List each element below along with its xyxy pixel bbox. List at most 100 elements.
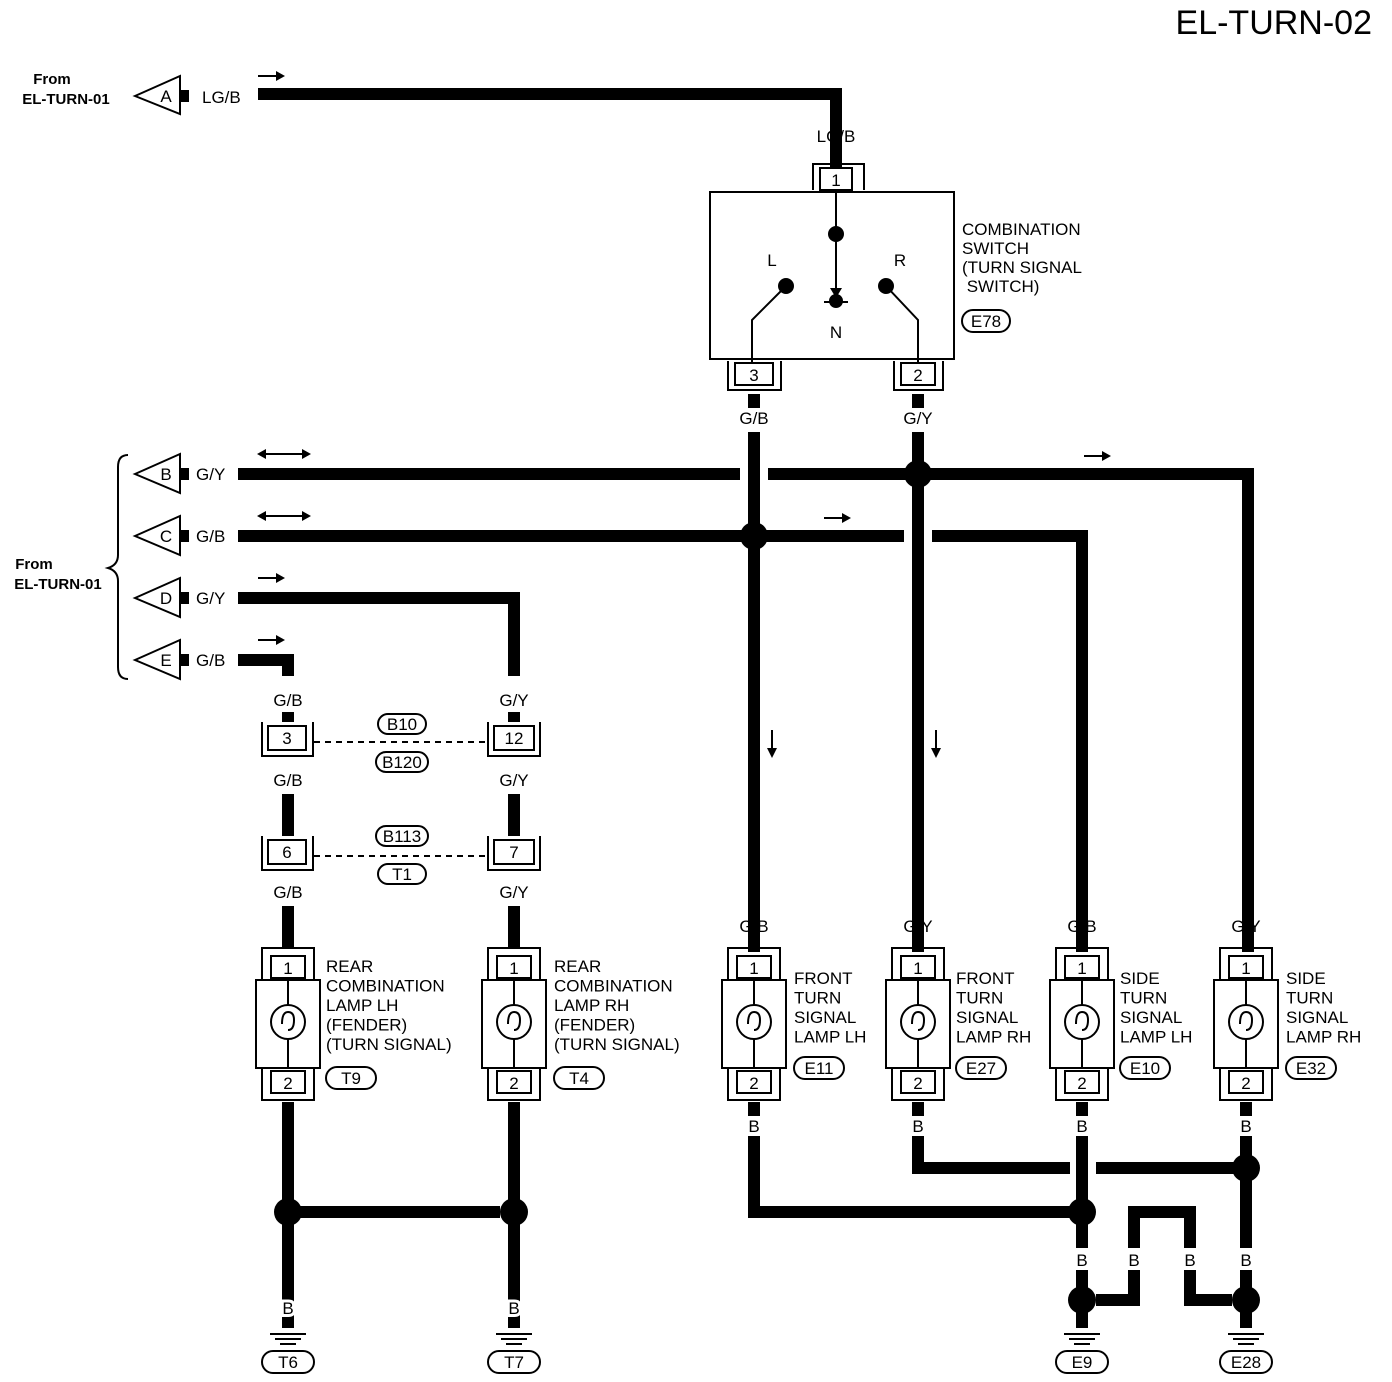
lamp-pin-top: 1 (913, 959, 922, 978)
lamp-name-line: LAMP LH (1120, 1028, 1192, 1047)
joint-connector-b113[interactable]: 6 7 B113 T1 (261, 825, 541, 885)
connector-b[interactable]: B (132, 452, 181, 495)
bulb-icon (900, 1004, 936, 1040)
switch-pos-r: R (894, 251, 906, 270)
wire-label-j2-right: G/Y (499, 883, 528, 902)
joint-pin-12: 12 (505, 729, 524, 748)
connector-a[interactable]: A (132, 74, 181, 116)
lamp-pin-top: 1 (749, 959, 758, 978)
lamp-connector-id: E27 (966, 1059, 996, 1078)
lamp-name-line: SIGNAL (1120, 1008, 1182, 1027)
lamp-name-line: TURN (1120, 989, 1167, 1008)
lamp-pin-bottom: 2 (1077, 1074, 1086, 1093)
wire-label-e: G/B (196, 651, 225, 670)
from-bracket (104, 454, 129, 680)
lamp-name-line: TURN (956, 989, 1003, 1008)
svg-text:B: B (282, 1117, 293, 1136)
switch-name-3: (TURN SIGNAL (962, 258, 1082, 277)
wire-label-c: G/B (196, 527, 225, 546)
ground-icon (496, 1333, 532, 1345)
joint-connector-b10[interactable]: 3 12 B10 B120 (261, 713, 541, 773)
svg-text:A: A (160, 87, 172, 106)
joint-id-b113: B113 (383, 827, 421, 846)
ground-wire-front-rh (912, 1102, 1070, 1174)
arrow-icon (1084, 451, 1111, 461)
lamp-connector-id: E32 (1296, 1059, 1326, 1078)
ground-e9: E9 (1055, 1333, 1109, 1374)
switch-pos-l: L (767, 251, 776, 270)
lamp-name-line: LAMP RH (554, 996, 629, 1015)
switch-name-2: SWITCH (962, 239, 1029, 258)
splice-gb (740, 522, 768, 550)
lamp-name-line: FRONT (794, 969, 853, 988)
svg-text:B: B (1184, 1251, 1195, 1270)
wire-label-j1-left: G/B (273, 691, 302, 710)
lamp-name-line: SIGNAL (1286, 1008, 1348, 1027)
ground-icon (270, 1333, 306, 1345)
ground-id: E9 (1072, 1353, 1093, 1372)
switch-name-1: COMBINATION (962, 220, 1081, 239)
ground-id: E28 (1231, 1353, 1261, 1372)
lamp-name-line: SIDE (1286, 969, 1326, 988)
switch-pin-2: 2 (913, 366, 922, 385)
joint-pin-7: 7 (509, 843, 518, 862)
lamp-pin-top: 1 (509, 959, 518, 978)
lamp-wire-in-label: G/B (1067, 917, 1096, 936)
ground-icon (1064, 1333, 1100, 1345)
page-title: EL-TURN-02 (1176, 4, 1372, 42)
joint-id-t1: T1 (392, 865, 412, 884)
lamp-connector-id: T4 (569, 1069, 589, 1088)
wire-label-b: G/Y (196, 465, 225, 484)
from-source-left: EL-TURN-01 (14, 576, 102, 593)
connector-e[interactable]: E (132, 638, 181, 681)
wire-label-j2-left: G/B (273, 883, 302, 902)
from-label-top: From (33, 71, 71, 88)
svg-text:B: B (1240, 1251, 1251, 1270)
wire-label-a: LG/B (202, 88, 241, 107)
ground-link-e9-e28 (1096, 1206, 1232, 1306)
bulb-icon (270, 1004, 306, 1040)
lamp-name-line: (TURN SIGNAL) (554, 1035, 680, 1054)
wire-d (238, 592, 520, 676)
svg-text:B: B (1076, 1251, 1087, 1270)
wire-e (238, 654, 294, 676)
svg-text:B: B (282, 1299, 293, 1318)
switch-connector-id: E78 (971, 312, 1001, 331)
wire-c-2 (932, 530, 1088, 952)
lamp-name-line: REAR (554, 957, 601, 976)
from-source-top: EL-TURN-01 (22, 91, 110, 108)
lamp-wire-in-label: G/B (739, 917, 768, 936)
lamp-name-line: SIDE (1120, 969, 1160, 988)
arrow-icon (258, 573, 285, 583)
lamp-name-line: LAMP LH (794, 1028, 866, 1047)
svg-text:B: B (1128, 1251, 1139, 1270)
lamp-pin-bottom: 2 (1241, 1074, 1250, 1093)
switch-pin-1: 1 (831, 171, 840, 190)
combination-switch[interactable]: 1 L R N 3 2 (709, 163, 955, 391)
connector-c[interactable]: C (132, 514, 181, 557)
wire-b-2 (768, 468, 1254, 952)
svg-text:B: B (1076, 1117, 1087, 1136)
bulb-icon (1064, 1004, 1100, 1040)
lamp-name-line: TURN (1286, 989, 1333, 1008)
svg-text:B: B (508, 1299, 519, 1318)
bulb-icon (736, 1004, 772, 1040)
bidirectional-arrow-icon (257, 449, 311, 459)
svg-text:B: B (508, 1117, 519, 1136)
lamp-name-line: COMBINATION (554, 977, 673, 996)
connector-d[interactable]: D (132, 576, 181, 619)
lamp-name-line: LAMP RH (1286, 1028, 1361, 1047)
wire-label-j1-right: G/Y (499, 691, 528, 710)
ground-t7: T7 (487, 1333, 541, 1374)
splice-gy (904, 460, 932, 488)
lamp-pin-bottom: 2 (749, 1074, 758, 1093)
